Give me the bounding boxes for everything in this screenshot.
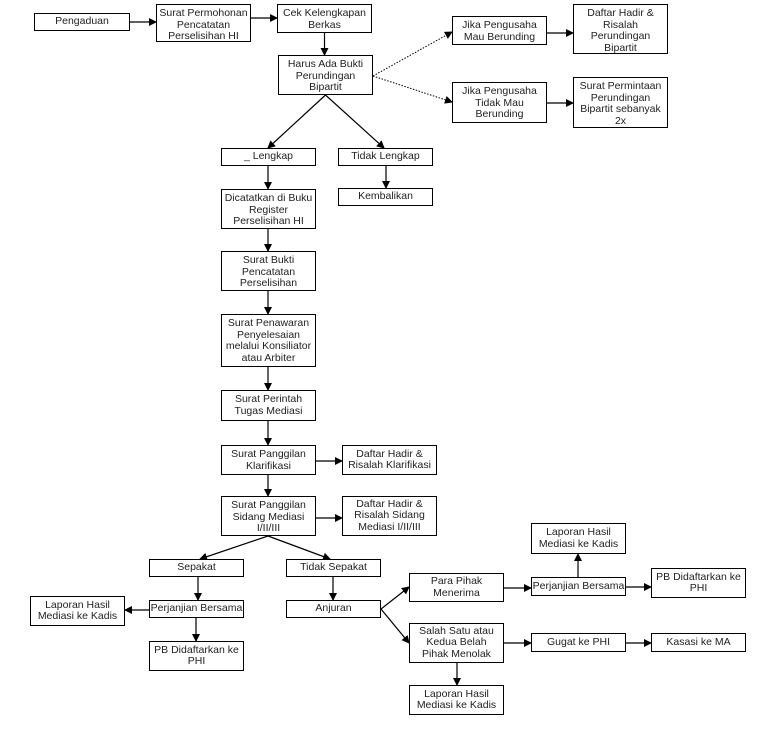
node-pengaduan: Pengaduan [34,13,130,31]
node-dicatatkan: Dicatatkan di Buku Register Perselisihan… [221,189,316,229]
node-para-pihak-menerima: Para Pihak Menerima [409,573,504,602]
node-harus-ada-bukti: Harus Ada Bukti Perundingan Bipartit [278,55,373,95]
node-pb-kanan: Perjanjian Bersama [531,577,626,596]
node-pb-kiri: Perjanjian Bersama [149,600,244,618]
edge-harus-ada-bukti-to-tidak-lengkap [325,94,385,149]
node-surat-perintah: Surat Perintah Tugas Mediasi [221,390,316,421]
edge-panggilan-sidang-to-tidak-sepakat [267,535,331,561]
edge-harus-ada-bukti-to-lengkap [267,94,326,149]
edge-anjuran-to-salah-satu-menolak [380,608,410,644]
node-daftar-hadir-bipartit: Daftar Hadir & Risalah Perundingan Bipar… [573,4,668,54]
node-tidak-lengkap: Tidak Lengkap [338,148,433,166]
node-laporan-kiri: Laporan Hasil Mediasi ke Kadis [30,596,125,626]
edge-anjuran-to-para-pihak-menerima [380,586,410,610]
node-jika-tidak-mau: Jika Pengusaha Tidak Mau Berunding [452,82,547,123]
node-tidak-sepakat: Tidak Sepakat [286,559,381,577]
node-kasasi-ma: Kasasi ke MA [651,633,746,652]
node-cek-kelengkapan: Cek Kelengkapan Berkas [277,4,372,33]
node-kembalikan: Kembalikan [338,188,433,206]
node-laporan-atas: Laporan Hasil Mediasi ke Kadis [531,523,626,554]
edge-harus-ada-bukti-to-jika-mau [372,31,453,77]
edge-harus-ada-bukti-to-jika-tidak-mau [372,75,453,104]
node-lengkap: _ Lengkap [221,148,316,166]
node-daftar-hadir-sidang: Daftar Hadir & Risalah Sidang Mediasi I/… [342,496,437,536]
node-sepakat: Sepakat [149,559,244,577]
node-pb-didaftarkan-kanan: PB Didaftarkan ke PHI [651,568,746,598]
node-anjuran: Anjuran [286,600,381,618]
node-surat-bukti: Surat Bukti Pencatatan Perselisihan [221,251,316,291]
node-salah-satu-menolak: Salah Satu atau Kedua Belah Pihak Menola… [409,623,504,663]
node-jika-mau: Jika Pengusaha Mau Berunding [452,16,547,45]
node-daftar-hadir-klarifikasi: Daftar Hadir & Risalah Klarifikasi [342,445,437,475]
node-pb-didaftarkan-kiri: PB Didaftarkan ke PHI [149,641,244,671]
node-panggilan-klarifikasi: Surat Panggilan Klarifikasi [221,445,316,475]
edge-panggilan-sidang-to-sepakat [199,535,269,561]
node-surat-permintaan: Surat Permintaan Perundingan Bipartit se… [573,77,668,128]
node-surat-penawaran: Surat Penawaran Penyelesaian melalui Kon… [221,314,316,367]
node-laporan-bawah: Laporan Hasil Mediasi ke Kadis [409,685,504,715]
node-surat-permohonan: Surat Permohonan Pencatatan Perselisihan… [156,4,251,42]
node-panggilan-sidang: Surat Panggilan Sidang Mediasi I/II/III [221,496,316,536]
node-gugat-phi: Gugat ke PHI [531,633,626,652]
